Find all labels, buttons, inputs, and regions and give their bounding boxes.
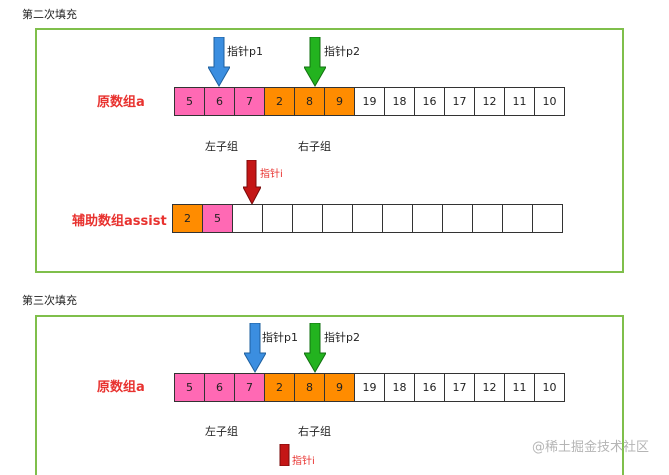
array-cell: 10 (534, 87, 565, 116)
array-cell: 7 (234, 373, 265, 402)
array-cell: 11 (504, 87, 535, 116)
array-cell (352, 204, 383, 233)
arrow-down-icon (243, 160, 261, 205)
left-subgroup-label: 左子组 (205, 425, 238, 438)
array-cell (262, 204, 293, 233)
array-cell: 5 (202, 204, 233, 233)
pointer-p2-label: 指针p2 (324, 331, 360, 344)
array-cell (532, 204, 563, 233)
array-cell (382, 204, 413, 233)
array-cell (322, 204, 353, 233)
array-cell: 2 (264, 373, 295, 402)
array-cell: 18 (384, 87, 415, 116)
original-array-label: 原数组a (97, 95, 145, 110)
array-cell (472, 204, 503, 233)
pointer-p1-label: 指针p1 (227, 45, 263, 58)
array-cell: 19 (354, 373, 385, 402)
right-subgroup-label: 右子组 (298, 425, 331, 438)
array-cell: 18 (384, 373, 415, 402)
array-cell: 5 (174, 373, 205, 402)
section-title: 第二次填充 (22, 8, 77, 21)
array-cell: 6 (204, 373, 235, 402)
array-cell: 6 (204, 87, 235, 116)
array-cell: 12 (474, 373, 505, 402)
array-cell: 11 (504, 373, 535, 402)
pointer-p1-label: 指针p1 (262, 331, 298, 344)
array-cell: 8 (294, 87, 325, 116)
array-cell (412, 204, 443, 233)
original-array-label: 原数组a (97, 380, 145, 395)
array-cell: 17 (444, 87, 475, 116)
left-subgroup-label: 左子组 (205, 140, 238, 153)
array-cell: 2 (264, 87, 295, 116)
array-cell: 16 (414, 373, 445, 402)
array-cell: 10 (534, 373, 565, 402)
pointer-i-label: 指针i (260, 169, 283, 180)
array-cell: 5 (174, 87, 205, 116)
array-cell: 12 (474, 87, 505, 116)
array-cell: 9 (324, 373, 355, 402)
array-cell: 8 (294, 373, 325, 402)
arrow-down-icon (279, 444, 290, 466)
assist-array-label: 辅助数组assist (72, 214, 167, 229)
arrow-down-icon (244, 323, 266, 373)
array-cell (232, 204, 263, 233)
array-cell (502, 204, 533, 233)
section-title: 第三次填充 (22, 294, 77, 307)
right-subgroup-label: 右子组 (298, 140, 331, 153)
array-cell: 9 (324, 87, 355, 116)
array-cell (442, 204, 473, 233)
array-cell: 7 (234, 87, 265, 116)
arrow-down-icon (304, 323, 326, 373)
array-cell: 16 (414, 87, 445, 116)
arrow-down-icon (304, 37, 326, 87)
site-watermark: @稀土掘金技术社区 (532, 440, 650, 455)
array-cell: 17 (444, 373, 475, 402)
array-cell: 2 (172, 204, 203, 233)
arrow-down-icon (208, 37, 230, 87)
pointer-i-label: 指针i (292, 456, 315, 466)
pointer-p2-label: 指针p2 (324, 45, 360, 58)
array-cell: 19 (354, 87, 385, 116)
array-cell (292, 204, 323, 233)
